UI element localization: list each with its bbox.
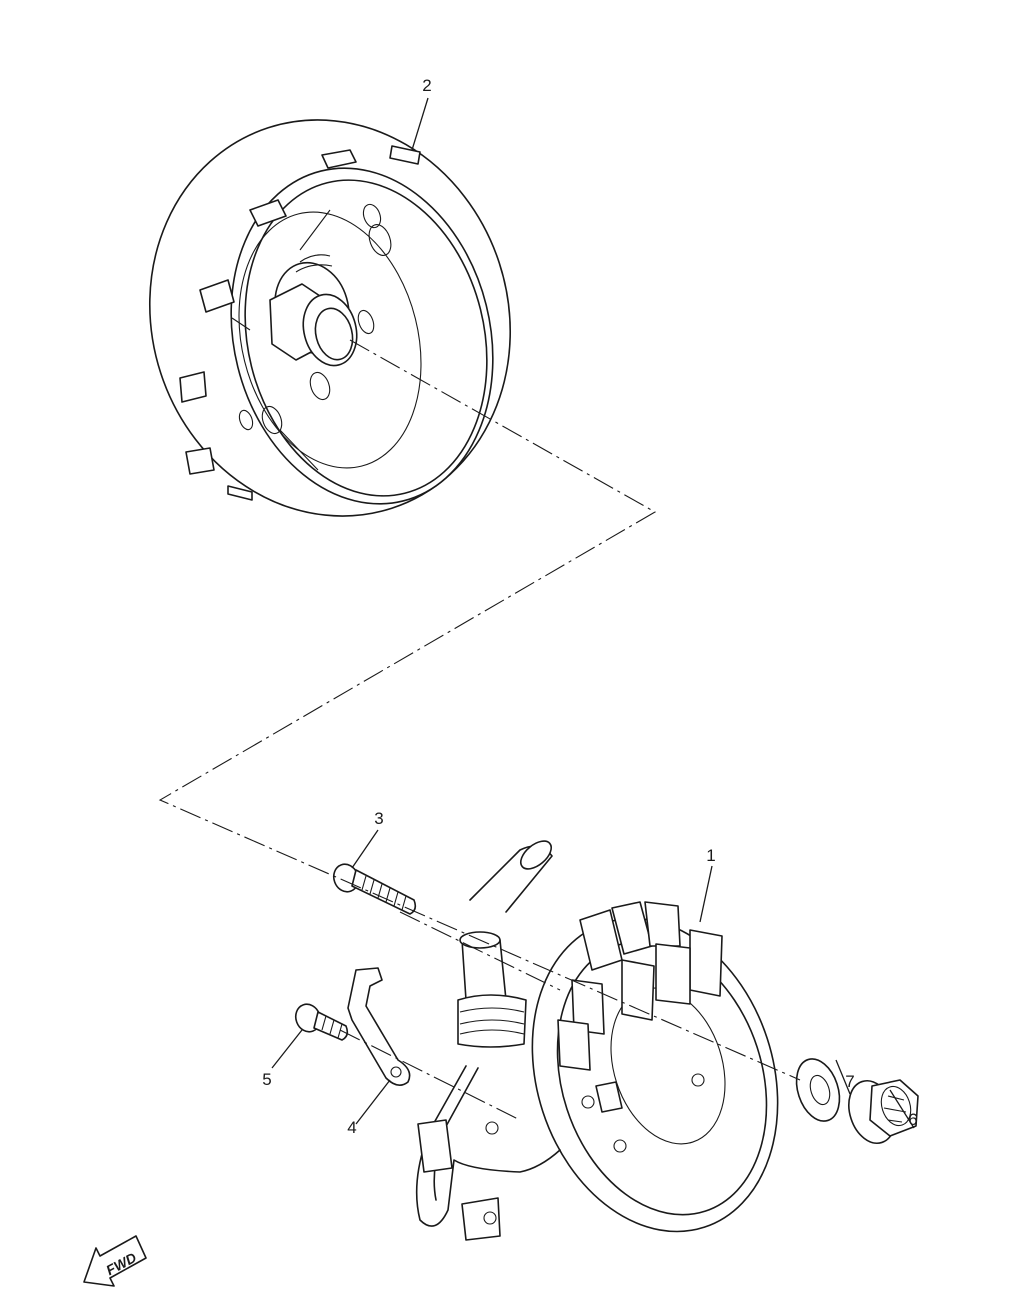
assembly-center-lines bbox=[158, 339, 801, 1121]
fwd-arrow-icon: FWD bbox=[83, 1235, 147, 1287]
stator-assembly bbox=[415, 840, 779, 1241]
callout-2: 2 bbox=[422, 76, 431, 95]
washer bbox=[795, 1058, 841, 1122]
leader-lines bbox=[271, 97, 915, 1129]
flange-nut bbox=[848, 1079, 919, 1144]
callout-5: 5 bbox=[262, 1070, 271, 1089]
bolt bbox=[332, 863, 417, 915]
callout-3: 3 bbox=[374, 809, 383, 828]
callout-6: 6 bbox=[908, 1110, 917, 1129]
callout-4: 4 bbox=[347, 1118, 356, 1137]
clamp-bracket bbox=[347, 967, 411, 1086]
rotor-flywheel bbox=[148, 119, 512, 517]
screw bbox=[294, 1003, 349, 1041]
callout-labels: 2 1 3 4 5 6 7 bbox=[262, 76, 917, 1137]
callout-1: 1 bbox=[706, 846, 715, 865]
callout-7: 7 bbox=[845, 1072, 854, 1091]
